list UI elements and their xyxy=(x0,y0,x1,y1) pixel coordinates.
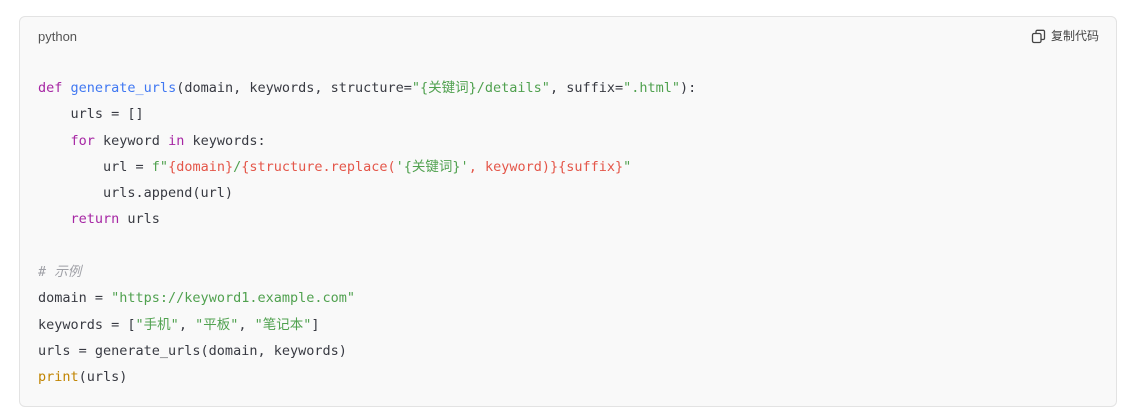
code-token: f" xyxy=(151,158,169,175)
code-line xyxy=(38,233,696,259)
code-token xyxy=(62,80,70,96)
code-token: urls = [] xyxy=(38,106,144,123)
code-content[interactable]: def generate_urls(domain, keywords, stru… xyxy=(38,75,696,391)
code-token: keywords = [ xyxy=(38,316,136,333)
code-block: python 复制代码 def generate_urls(domain, ke… xyxy=(19,16,1117,407)
language-label: python xyxy=(38,29,78,44)
code-token: keyword xyxy=(94,132,169,149)
code-line: urls = [] xyxy=(38,101,696,127)
code-token: "https://keyword1.example.com" xyxy=(111,290,355,307)
code-token: generate_urls xyxy=(70,80,177,96)
code-token: "平板" xyxy=(195,316,239,333)
code-token: , xyxy=(238,316,255,333)
code-line: url = f"{domain}/{structure.replace('{关键… xyxy=(38,154,696,180)
code-token: ".html" xyxy=(623,80,681,96)
code-line: def generate_urls(domain, keywords, stru… xyxy=(38,75,696,101)
code-line: keywords = ["手机", "平板", "笔记本"] xyxy=(38,312,696,338)
code-token: / xyxy=(233,158,242,175)
code-token: ] xyxy=(311,316,320,333)
code-token: keywords: xyxy=(184,132,266,149)
code-token xyxy=(38,133,71,149)
code-token: url = xyxy=(38,158,152,175)
code-token: # 示例 xyxy=(38,264,82,281)
copy-icon xyxy=(1031,29,1046,44)
code-token: , suffix= xyxy=(549,80,624,96)
code-token: ): xyxy=(680,80,697,96)
code-token: domain = xyxy=(38,290,112,307)
code-token: "笔记本" xyxy=(254,316,312,333)
code-token: print xyxy=(38,369,79,386)
code-line: urls = generate_urls(domain, keywords) xyxy=(38,338,696,364)
code-token: return xyxy=(70,211,120,228)
code-token: (urls) xyxy=(78,369,128,386)
code-token: def xyxy=(38,80,63,96)
code-token: " xyxy=(623,158,632,175)
code-token: in xyxy=(168,132,185,149)
code-token: {suffix} xyxy=(558,158,624,175)
code-token: urls = generate_urls(domain, keywords) xyxy=(38,342,347,359)
code-token: urls.append(url) xyxy=(38,185,234,202)
code-line: return urls xyxy=(38,206,696,232)
code-token xyxy=(38,211,71,227)
code-token: "手机" xyxy=(135,316,179,333)
code-line: for keyword in keywords: xyxy=(38,128,696,154)
code-line: urls.append(url) xyxy=(38,180,696,206)
code-token: , xyxy=(178,316,196,333)
code-line: print(urls) xyxy=(38,364,696,390)
copy-code-label: 复制代码 xyxy=(1050,29,1099,43)
code-token: , keyword)} xyxy=(468,158,559,175)
code-token: {domain} xyxy=(168,158,234,175)
code-token: "{关键词}/details" xyxy=(411,80,550,96)
code-line: # 示例 xyxy=(38,259,696,285)
code-line: domain = "https://keyword1.example.com" xyxy=(38,285,696,311)
copy-code-button[interactable]: 复制代码 xyxy=(1031,28,1099,44)
code-token: (domain, keywords, structure= xyxy=(176,80,412,96)
code-token: urls xyxy=(119,211,160,228)
code-header: python 复制代码 xyxy=(20,17,1116,59)
code-token: {structure.replace( xyxy=(241,158,396,175)
code-token: for xyxy=(70,132,95,149)
code-token: '{关键词}' xyxy=(395,158,469,175)
